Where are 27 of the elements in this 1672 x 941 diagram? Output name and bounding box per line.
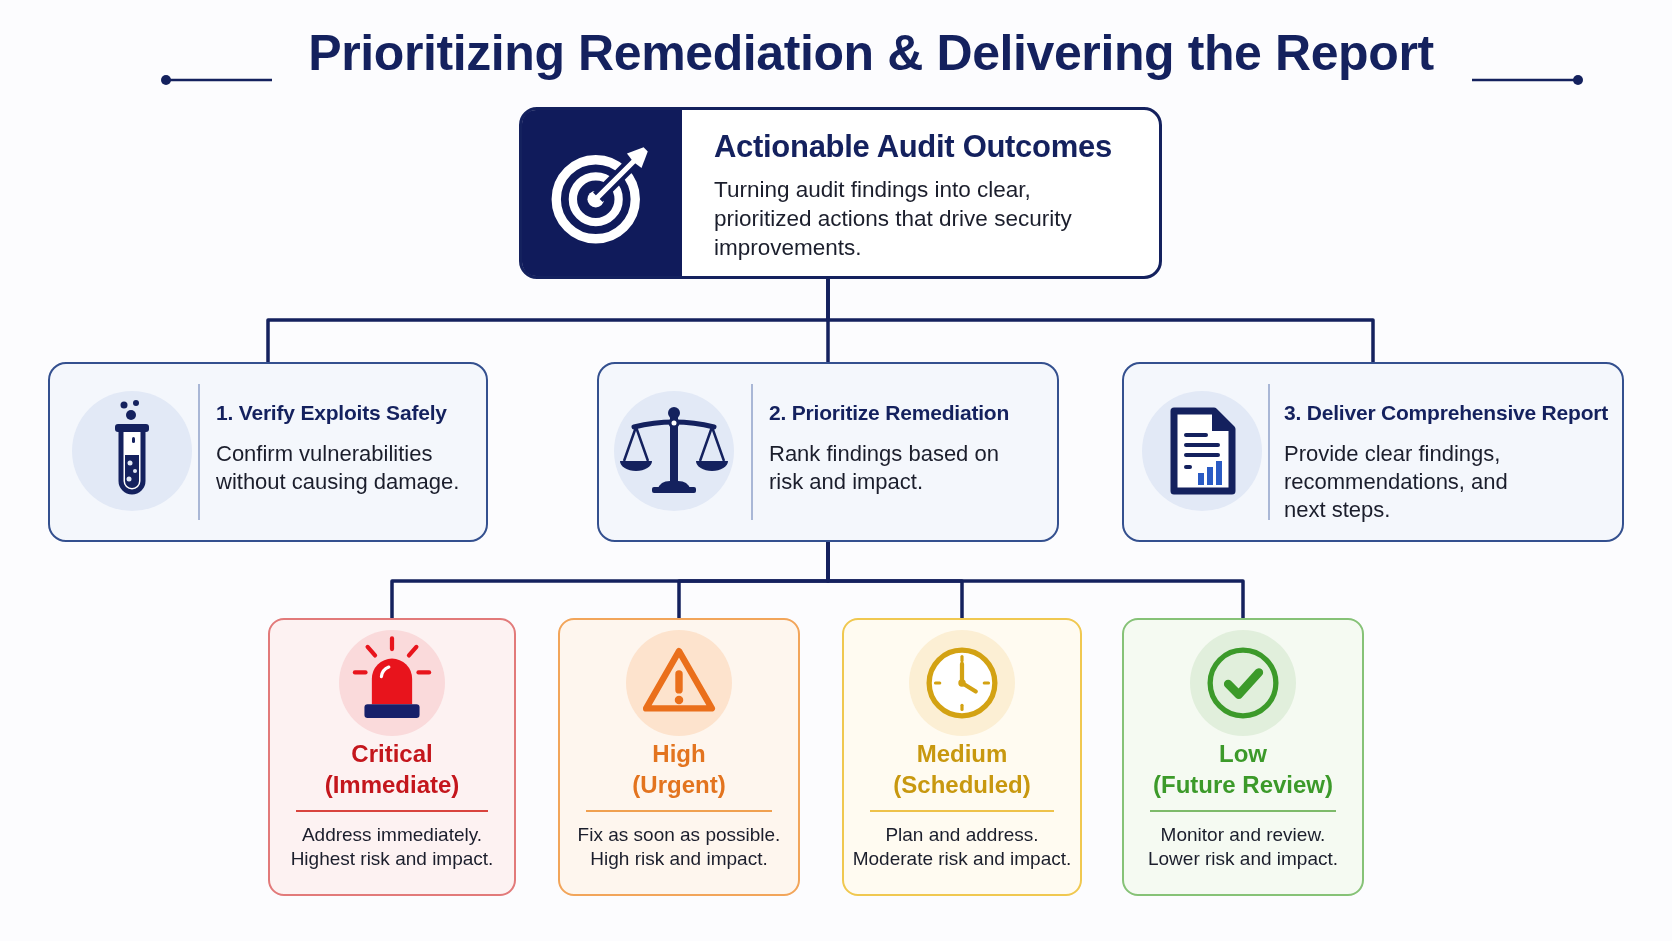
priority-description: Plan and address. Moderate risk and impact. <box>852 823 1072 871</box>
step-description: Rank findings based on risk and impact. <box>769 440 999 496</box>
priority-card <box>558 618 800 896</box>
priority-card <box>1122 618 1364 896</box>
priority-heading: High (Urgent) <box>632 739 726 800</box>
priority-heading: Low (Future Review) <box>1153 739 1333 800</box>
priority-card <box>268 618 516 896</box>
step-card <box>1122 362 1624 542</box>
step-card <box>48 362 488 542</box>
step-description: Confirm vulnerabilities without causing damage. <box>216 440 460 496</box>
card-description: Turning audit findings into clear, prioritized actions that drive security improvements. <box>714 176 1072 262</box>
step-heading: 2. Prioritize Remediation <box>769 400 1010 426</box>
priority-description: Address immediately. Highest risk and impact. <box>290 823 494 871</box>
priority-description: Fix as soon as possible. High risk and impact. <box>577 823 781 871</box>
diagram-title: Prioritizing Remediation & Delivering the Report <box>308 24 1434 83</box>
step-card <box>597 362 1059 542</box>
priority-description: Monitor and review. Lower risk and impact. <box>1147 823 1339 871</box>
card-heading: Actionable Audit Outcomes <box>714 128 1112 166</box>
connector-line <box>826 542 1245 618</box>
step-heading: 3. Deliver Comprehensive Report <box>1284 400 1609 426</box>
priority-heading: Critical (Immediate) <box>324 739 460 800</box>
priority-card <box>842 618 1082 896</box>
step-description: Provide clear findings, recommendations, and next steps. <box>1284 440 1508 524</box>
priority-heading: Medium (Scheduled) <box>893 739 1031 800</box>
summary-card <box>519 107 1162 279</box>
step-heading: 1. Verify Exploits Safely <box>216 400 447 426</box>
connector-line <box>826 279 1375 362</box>
